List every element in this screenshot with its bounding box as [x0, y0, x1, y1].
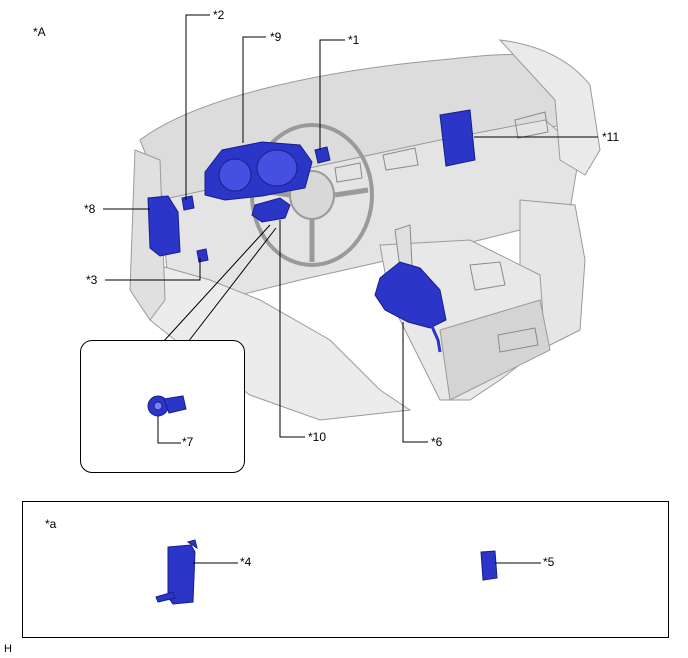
component-4	[155, 539, 198, 605]
callout-label-7: *7	[182, 435, 194, 449]
vent-details	[334, 111, 549, 353]
callout-label-8: *8	[84, 202, 96, 216]
component-2	[181, 195, 195, 211]
callout-label-6: *6	[431, 435, 443, 449]
component-8	[147, 195, 181, 257]
component-7	[147, 395, 187, 417]
legend-box	[22, 501, 669, 638]
callout-label-5: *5	[543, 555, 555, 569]
component-1	[314, 146, 331, 164]
meter-dial-right	[256, 149, 298, 187]
callout-label-10: *10	[308, 430, 327, 444]
figure-label: *A	[33, 25, 46, 39]
meter-dial-left	[218, 158, 252, 192]
component-3	[196, 248, 209, 263]
component-5	[480, 550, 498, 581]
legend-illustration	[155, 539, 541, 605]
callout-label-9: *9	[270, 30, 282, 44]
component-6-harness	[428, 321, 442, 353]
component-11	[439, 109, 476, 167]
leader-7	[157, 416, 181, 444]
corner-mark: H	[4, 643, 12, 655]
shift-lever	[394, 224, 413, 269]
callout-label-3: *3	[86, 273, 98, 287]
leader-lines	[103, 14, 598, 443]
callout-label-1: *1	[348, 33, 360, 47]
callout-label-11: *11	[602, 130, 620, 144]
detail-illustration	[147, 395, 187, 444]
callout-label-4: *4	[240, 555, 252, 569]
component-10	[251, 197, 291, 223]
callout-label-2: *2	[213, 8, 225, 22]
legend-label: *a	[45, 517, 57, 531]
component-6	[374, 261, 447, 329]
components	[147, 109, 476, 353]
detail-callout-box	[80, 340, 245, 473]
callout-pointer	[162, 224, 277, 343]
